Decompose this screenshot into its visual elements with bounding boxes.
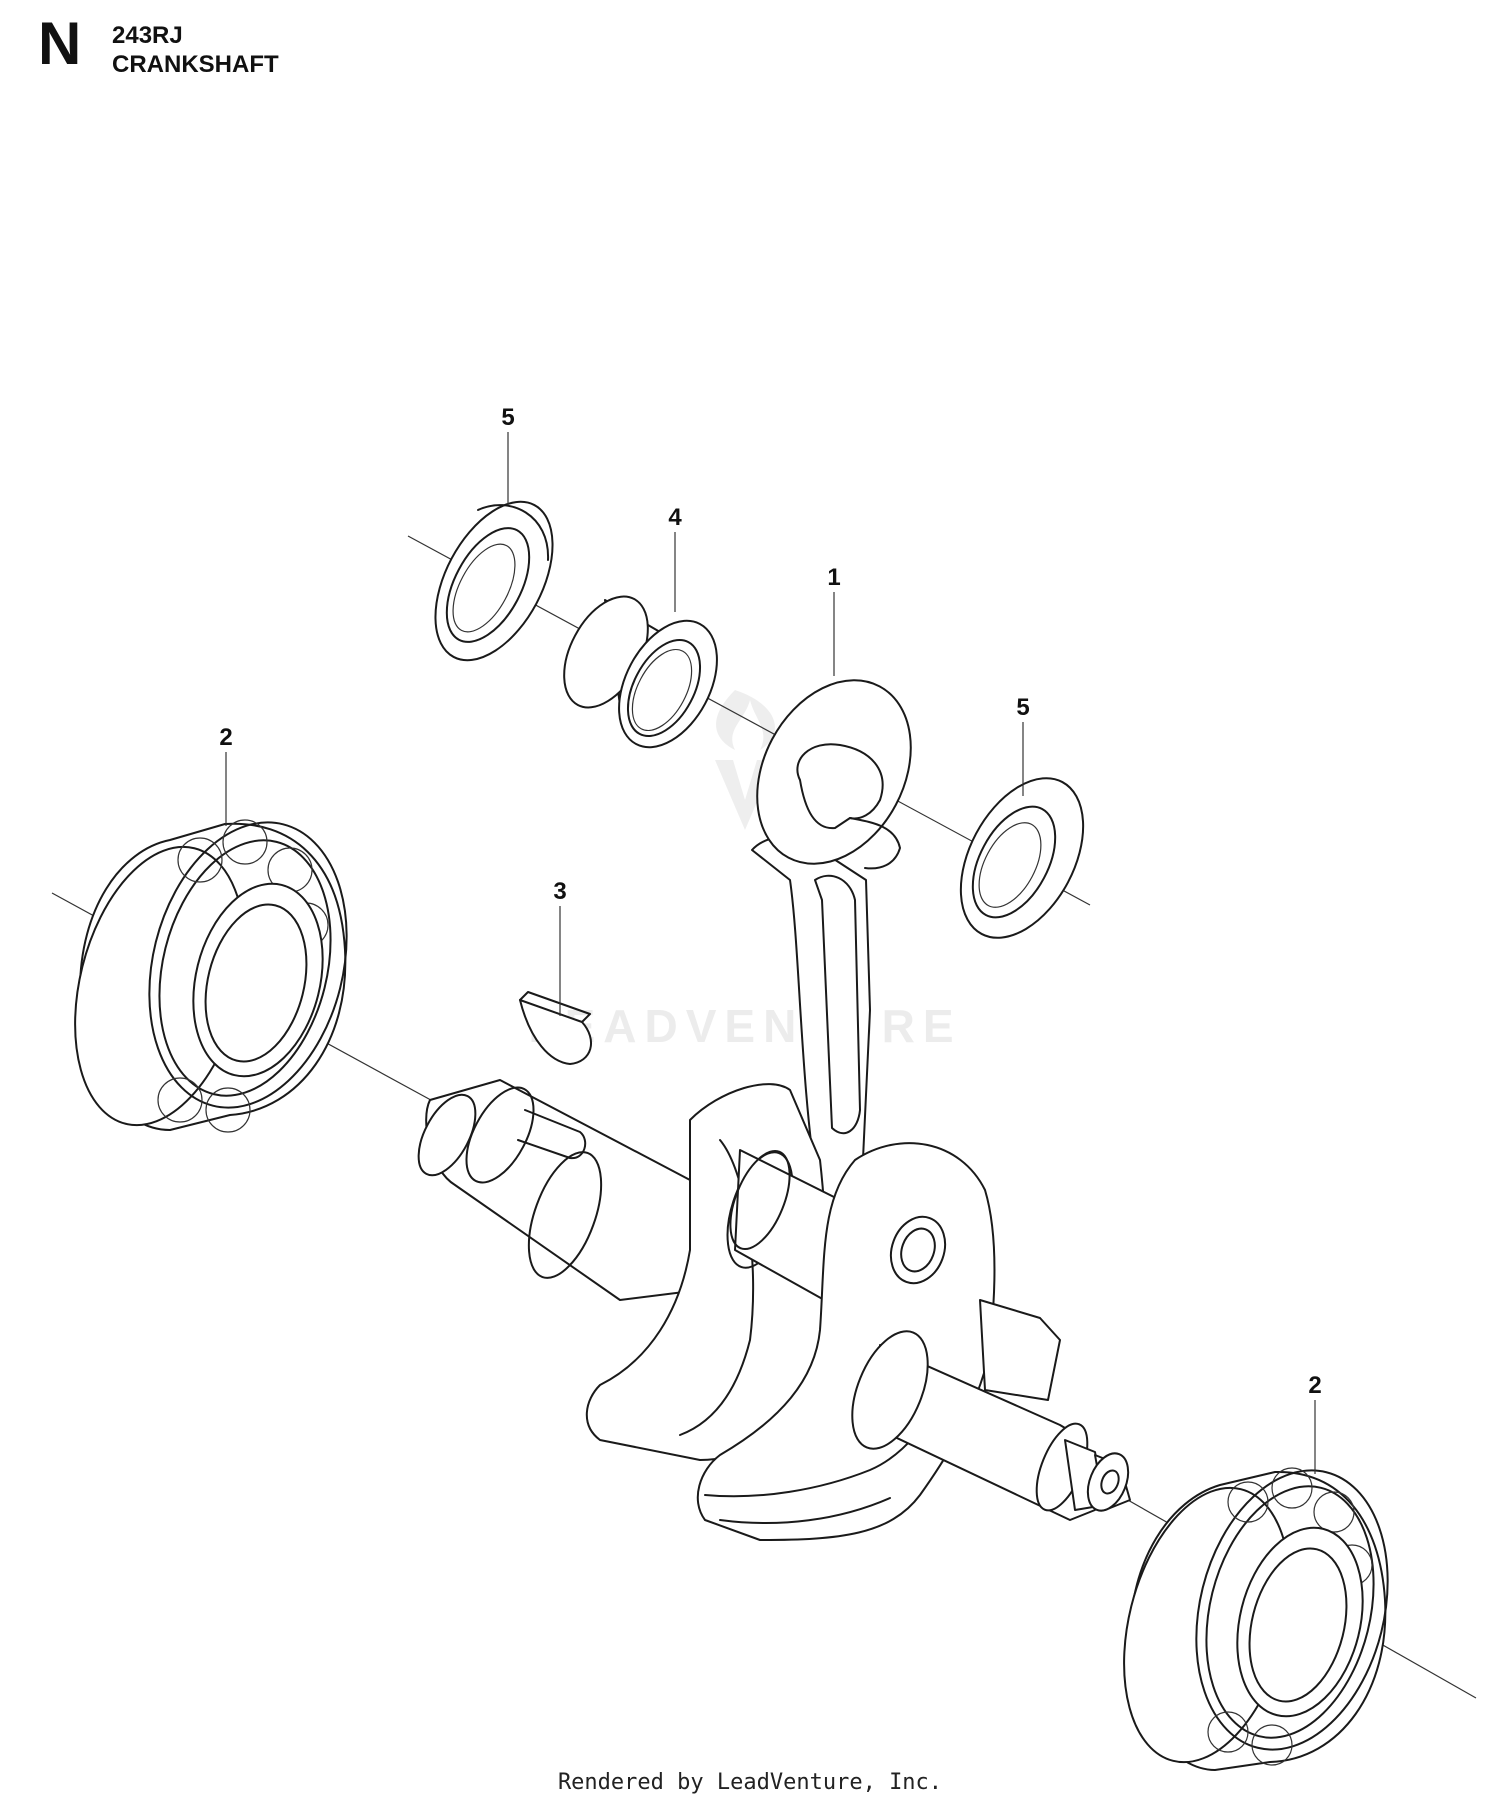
callout-2-right: 2 (1308, 1372, 1321, 1399)
seal-top (434, 500, 554, 662)
crankshaft (417, 1079, 1131, 1541)
footer-credit: Rendered by LeadVenture, Inc. (557, 1770, 943, 1795)
watermark: LEADVENTURE (528, 690, 961, 1052)
callout-5-top: 5 (501, 404, 514, 431)
callout-5-right: 5 (1016, 694, 1029, 721)
connecting-rod (751, 679, 912, 1201)
seal-right (959, 777, 1085, 939)
section-letter: N (38, 10, 82, 77)
callout-1: 1 (827, 564, 840, 591)
woodruff-key (519, 991, 592, 1065)
ball-bearing-right (1123, 1467, 1389, 1771)
needle-bearing (563, 595, 718, 749)
callouts: 5 4 1 5 2 3 2 (219, 404, 1321, 1399)
callout-2-left: 2 (219, 724, 232, 751)
watermark-text: LEADVENTURE (528, 1000, 961, 1052)
ball-bearing-left (74, 819, 348, 1133)
model-number: 243RJ (112, 22, 183, 49)
leader-lines (225, 432, 1316, 1474)
callout-4: 4 (668, 504, 682, 531)
callout-3: 3 (553, 878, 566, 905)
diagram-title: CRANKSHAFT (112, 51, 279, 78)
